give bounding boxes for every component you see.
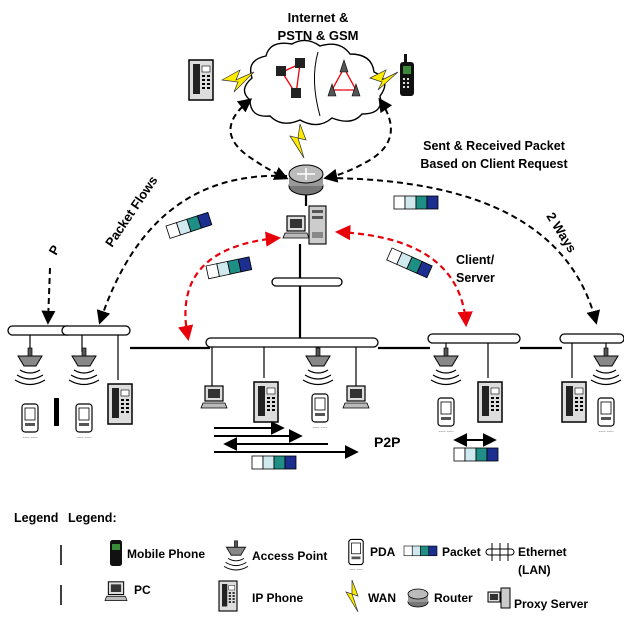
two-ways-right-arrow	[326, 177, 601, 325]
legend-pc-label: PC	[134, 583, 151, 597]
packet-flows-label: Packet Flows	[102, 173, 160, 250]
legend-mobile-phone-label: Mobile Phone	[127, 547, 205, 561]
access-point-icon	[590, 347, 622, 386]
server-lan-bus	[271, 277, 343, 287]
ip-phone-icon	[561, 381, 587, 423]
packet-icon	[205, 256, 253, 280]
legend-router-icon	[407, 588, 429, 608]
legend-ip-phone-label: IP Phone	[252, 591, 303, 605]
legend-wan-label: WAN	[368, 591, 396, 605]
legend-packet-icon	[403, 545, 438, 557]
sent-received-label-line2: Based on Client Request	[420, 157, 568, 171]
p2p-label: P2P	[374, 434, 400, 450]
packet-icon	[453, 447, 499, 462]
lan-bus-e	[559, 333, 624, 344]
legend-ip-phone-icon	[218, 580, 238, 612]
legend-pda-label: PDA	[370, 545, 396, 559]
legend-access-point-icon	[223, 540, 249, 571]
legend-ethernet-icon	[485, 543, 515, 561]
ip-phone-icon	[107, 383, 133, 425]
legend-proxy-server-label: Proxy Server	[514, 597, 588, 611]
packet-icon	[386, 247, 433, 279]
legend-router-label: Router	[434, 591, 473, 605]
legend-wan-icon	[345, 579, 359, 613]
legend-packet-label: Packet	[442, 545, 481, 559]
pda-icon	[437, 397, 455, 435]
internet-title-line1: Internet &	[288, 10, 349, 25]
wan-bolt-icon	[220, 69, 399, 159]
lan-bus-d	[427, 333, 521, 344]
pstn-phone-icon	[188, 59, 214, 101]
pda-icon	[311, 393, 329, 431]
gsm-mobile-phone-icon	[400, 54, 414, 96]
cloud-router-left-arrow	[229, 98, 289, 180]
cloud-router-right-arrow	[323, 97, 393, 183]
internet-title-line2: PSTN & GSM	[278, 28, 359, 43]
pc-icon	[200, 385, 228, 409]
router-icon	[288, 164, 324, 196]
legend-access-point-label: Access Point	[252, 549, 327, 563]
legend-title-left: Legend	[14, 511, 58, 525]
access-point-icon	[302, 347, 334, 386]
packet-icon	[165, 212, 213, 239]
legend-proxy-server-icon	[487, 587, 511, 609]
internet-cloud-icon	[243, 39, 386, 126]
legend-title-right: Legend:	[68, 511, 117, 525]
access-point-icon	[68, 347, 100, 386]
client-server-label-line2: Server	[456, 271, 495, 285]
legend-pc-icon	[104, 581, 128, 602]
lan-bus-center	[205, 337, 379, 348]
two-ways-label: 2 Ways	[543, 210, 579, 256]
client-server-label-line1: Client/	[456, 253, 495, 267]
pda-icon	[597, 397, 615, 435]
client-server-left-arrow	[178, 231, 282, 342]
pc-icon	[342, 385, 370, 409]
ip-phone-icon	[253, 381, 279, 423]
partial-p-label: P	[46, 242, 63, 257]
legend-ethernet-label-line2: (LAN)	[518, 563, 551, 577]
pda-icon	[75, 403, 93, 441]
packet-icon	[251, 455, 297, 470]
access-point-icon	[14, 347, 46, 386]
client-server-right-arrow	[334, 224, 473, 328]
sent-received-label-line1: Sent & Received Packet	[423, 139, 566, 153]
cropped-phone-icon	[54, 398, 59, 426]
lan-bus-b	[61, 325, 131, 336]
access-point-icon	[430, 347, 462, 386]
partial-left-arrow	[41, 267, 56, 325]
server-icon	[282, 205, 327, 245]
packet-icon	[393, 195, 439, 210]
legend-pda-icon	[348, 538, 364, 573]
packet-flow-left-arrow	[96, 174, 288, 325]
legend-mobile-phone-icon	[110, 540, 122, 566]
ip-phone-icon	[477, 381, 503, 423]
pda-icon	[21, 403, 39, 441]
legend-ethernet-label-line1: Ethernet	[518, 545, 567, 559]
